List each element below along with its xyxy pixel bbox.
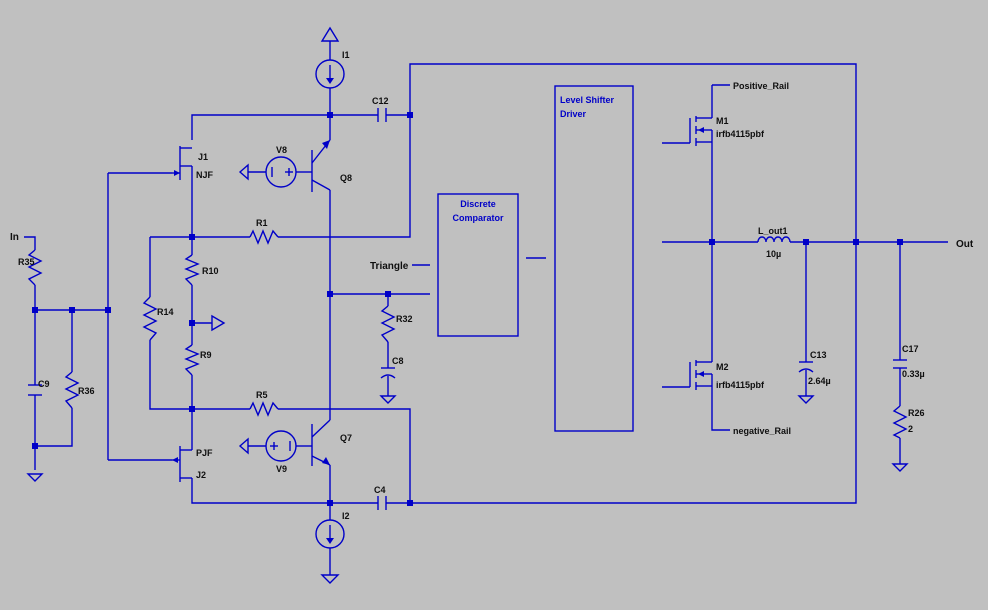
label-j1: J1 [198, 152, 208, 162]
mosfet-m1[interactable]: M1 irfb4115pbf [689, 116, 765, 148]
label-m2: M2 [716, 362, 729, 372]
label-r32: R32 [396, 314, 413, 324]
level-shifter-label-1: Level Shifter [560, 95, 615, 105]
label-j2: J2 [196, 470, 206, 480]
resistor-r36[interactable]: R36 [64, 371, 95, 409]
resistor-r35[interactable]: R35 [18, 249, 43, 286]
resistor-r1[interactable]: R1 [249, 218, 279, 245]
label-l-out1: L_out1 [758, 226, 788, 236]
net-label-positive-rail: Positive_Rail [733, 81, 789, 91]
label-c17-value: 0.33µ [902, 369, 925, 379]
ground-c9 [26, 473, 44, 482]
label-q7: Q7 [340, 433, 352, 443]
wires [24, 41, 948, 575]
current-source-i2[interactable]: I2 [315, 511, 350, 584]
resistor-r32[interactable]: R32 [380, 305, 413, 343]
label-c8: C8 [392, 356, 404, 366]
resistor-r10[interactable]: R10 [184, 254, 219, 286]
net-label-in: In [10, 232, 19, 243]
net-label-negative-rail: negative_Rail [733, 426, 791, 436]
label-r26: R26 [908, 408, 925, 418]
capacitor-c12[interactable]: C12 [372, 96, 389, 122]
jfet-j1[interactable]: J1 NJF [172, 146, 214, 180]
inductor-l-out1[interactable]: L_out1 10µ [757, 226, 791, 259]
label-r14: R14 [157, 307, 174, 317]
transistor-q7[interactable]: Q7 [311, 419, 352, 466]
ground-mid [211, 314, 226, 332]
capacitor-c8[interactable]: C8 [380, 356, 404, 379]
transistor-q8[interactable]: Q8 [311, 139, 352, 192]
voltage-source-v8[interactable]: V8 [238, 145, 297, 188]
label-v8: V8 [276, 145, 287, 155]
label-r36: R36 [78, 386, 95, 396]
label-c12: C12 [372, 96, 389, 106]
label-c9: C9 [38, 379, 50, 389]
ground-r26 [891, 463, 909, 472]
label-r26-value: 2 [908, 424, 913, 434]
label-l-out1-value: 10µ [766, 249, 781, 259]
label-c17: C17 [902, 344, 919, 354]
label-r5: R5 [256, 390, 268, 400]
current-source-i1[interactable]: I1 [315, 26, 350, 89]
mosfet-m2[interactable]: M2 irfb4115pbf [689, 360, 765, 392]
level-shifter-driver-block[interactable]: Level Shifter Driver [554, 85, 634, 432]
voltage-source-v9[interactable]: V9 [238, 430, 297, 474]
label-j1-model: NJF [196, 170, 214, 180]
label-m1: M1 [716, 116, 729, 126]
label-q8: Q8 [340, 173, 352, 183]
label-i2: I2 [342, 511, 350, 521]
label-c4: C4 [374, 485, 386, 495]
resistor-r26[interactable]: R26 2 [892, 405, 925, 439]
label-r10: R10 [202, 266, 219, 276]
ground-symbols [26, 314, 909, 482]
resistor-r9[interactable]: R9 [184, 344, 212, 376]
level-shifter-label-2: Driver [560, 109, 587, 119]
label-v9: V9 [276, 464, 287, 474]
discrete-comparator-block[interactable]: Discrete Comparator [437, 193, 519, 337]
label-c13: C13 [810, 350, 827, 360]
label-j2-model: PJF [196, 448, 213, 458]
label-c13-value: 2.64µ [808, 376, 831, 386]
net-label-triangle: Triangle [370, 261, 409, 272]
capacitor-c17[interactable]: C17 0.33µ [893, 344, 925, 379]
net-label-out: Out [956, 239, 974, 250]
label-r35: R35 [18, 257, 35, 267]
resistor-r5[interactable]: R5 [249, 390, 279, 417]
junctions [32, 112, 903, 506]
capacitor-c13[interactable]: C13 2.64µ [798, 350, 831, 386]
comparator-label-1: Discrete [460, 199, 496, 209]
capacitor-c4[interactable]: C4 [374, 485, 387, 510]
capacitor-c9[interactable]: C9 [28, 379, 50, 396]
label-m1-model: irfb4115pbf [716, 129, 765, 139]
comparator-label-2: Comparator [452, 213, 504, 223]
ground-c13 [797, 395, 815, 404]
label-r9: R9 [200, 350, 212, 360]
label-m2-model: irfb4115pbf [716, 380, 765, 390]
resistor-r14[interactable]: R14 [142, 296, 174, 341]
label-r1: R1 [256, 218, 268, 228]
label-i1: I1 [342, 50, 350, 60]
ground-c8 [379, 395, 397, 404]
jfet-j2[interactable]: PJF J2 [172, 446, 213, 482]
